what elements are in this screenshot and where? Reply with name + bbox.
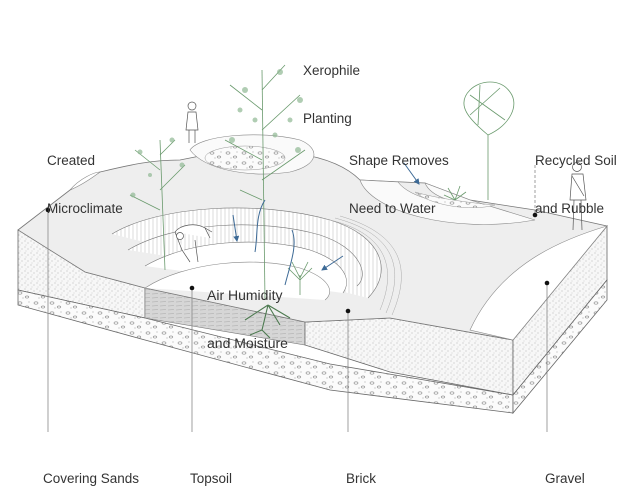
label-line: Topsoil [190, 471, 233, 486]
dot-brick [345, 308, 351, 314]
label-created-microclimate: Created Microclimate [47, 121, 123, 233]
fig-tree-icon [463, 81, 515, 200]
dot-recycled [532, 212, 538, 218]
arrow-icon [321, 255, 344, 271]
front-right-curve [469, 225, 608, 341]
leader-dots [45, 207, 550, 314]
label-topsoil: Topsoil [190, 439, 232, 503]
dot-gravel [544, 280, 550, 286]
grass-icon [443, 185, 467, 201]
air-flow-curve [284, 229, 295, 286]
label-line: Need to Water [349, 201, 436, 216]
label-line: and Rubble [535, 201, 605, 216]
dot-topsoil [189, 285, 195, 291]
dot-covering-sands [45, 207, 51, 213]
label-brick: Brick [346, 439, 376, 503]
leaders [47, 165, 548, 432]
palm-icon [287, 261, 313, 295]
tree-icon [129, 137, 186, 271]
label-covering-sands: Covering Sands [43, 439, 139, 503]
label-line: Microclimate [47, 201, 123, 216]
air-flow-curve [254, 199, 266, 253]
label-line: Planting [303, 111, 352, 126]
label-air-humidity-and-moisture: Air Humidity and Moisture [207, 255, 288, 367]
person-icon [185, 101, 199, 143]
label-line: Recycled Soil [535, 153, 617, 168]
label-line: Air Humidity [207, 287, 283, 303]
label-line: Covering Sands [43, 471, 140, 486]
label-line: Gravel [545, 471, 585, 486]
label-xerophile-planting: Xerophile Planting [303, 31, 360, 143]
left-mound [69, 171, 101, 191]
right-basin-gravel [414, 191, 496, 208]
label-recycled-soil-and-rubble: Recycled Soil and Rubble [535, 121, 617, 233]
upper-planter-gravel [204, 145, 286, 171]
label-line: Shape Removes [349, 153, 449, 168]
step-outer-lines [329, 215, 402, 316]
label-line: Created [47, 153, 96, 168]
vegetation [129, 64, 515, 339]
water-arrows [232, 162, 420, 286]
label-line: and Moisture [207, 335, 288, 351]
label-gravel: Gravel [545, 439, 585, 503]
right-face-gravel [512, 278, 608, 415]
label-shape-removes-need-to-water: Shape Removes Need to Water [349, 121, 449, 233]
arrow-icon [403, 162, 420, 185]
person-icon [569, 162, 587, 231]
label-line: Xerophile [303, 63, 361, 78]
arrow-icon [232, 214, 240, 242]
label-line: Brick [346, 471, 376, 486]
tree-icon [224, 64, 306, 301]
people [174, 101, 587, 263]
person-icon [174, 224, 213, 263]
diagram-canvas [17, 64, 608, 432]
step-ring-4 [144, 261, 330, 301]
root-icon [244, 304, 291, 339]
